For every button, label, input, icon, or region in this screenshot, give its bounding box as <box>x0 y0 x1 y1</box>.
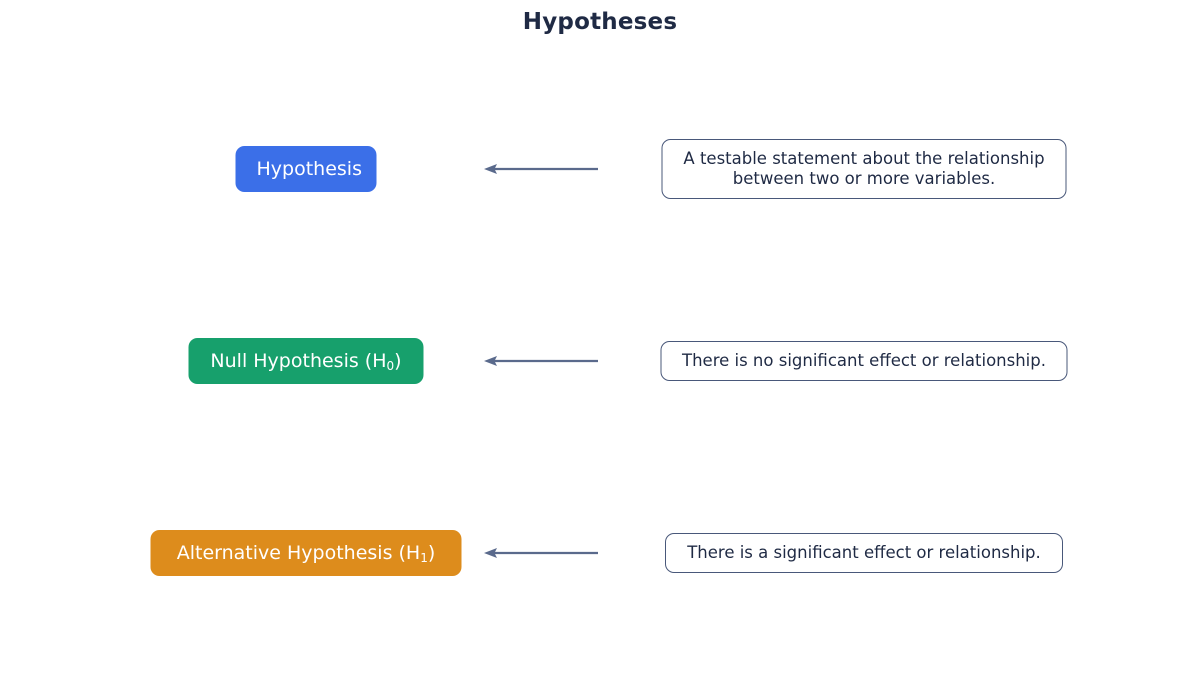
node-alternative-hypothesis[interactable]: Alternative Hypothesis (H1) <box>150 530 462 576</box>
node-label: Alternative Hypothesis (H <box>176 542 421 564</box>
node-label-tail: ) <box>427 542 436 564</box>
description-box-alternative-hypothesis: There is a significant effect or relatio… <box>665 533 1063 573</box>
arrow-left-icon <box>484 548 598 558</box>
node-null-hypothesis[interactable]: Null Hypothesis (H0) <box>188 338 424 384</box>
node-label-tail: ) <box>394 350 402 372</box>
arrow-left-icon <box>484 164 598 174</box>
page-title: Hypotheses <box>522 9 678 35</box>
node-label-subscript: 1 <box>420 551 428 565</box>
node-hypothesis[interactable]: Hypothesis <box>235 146 377 192</box>
node-label: Hypothesis <box>256 158 362 180</box>
node-label: Null Hypothesis (H <box>210 350 387 372</box>
arrow-left-icon <box>484 356 598 366</box>
node-label-subscript: 0 <box>386 359 395 373</box>
description-box-hypothesis: A testable statement about the relations… <box>661 139 1067 199</box>
description-box-null-hypothesis: There is no significant effect or relati… <box>660 341 1068 381</box>
